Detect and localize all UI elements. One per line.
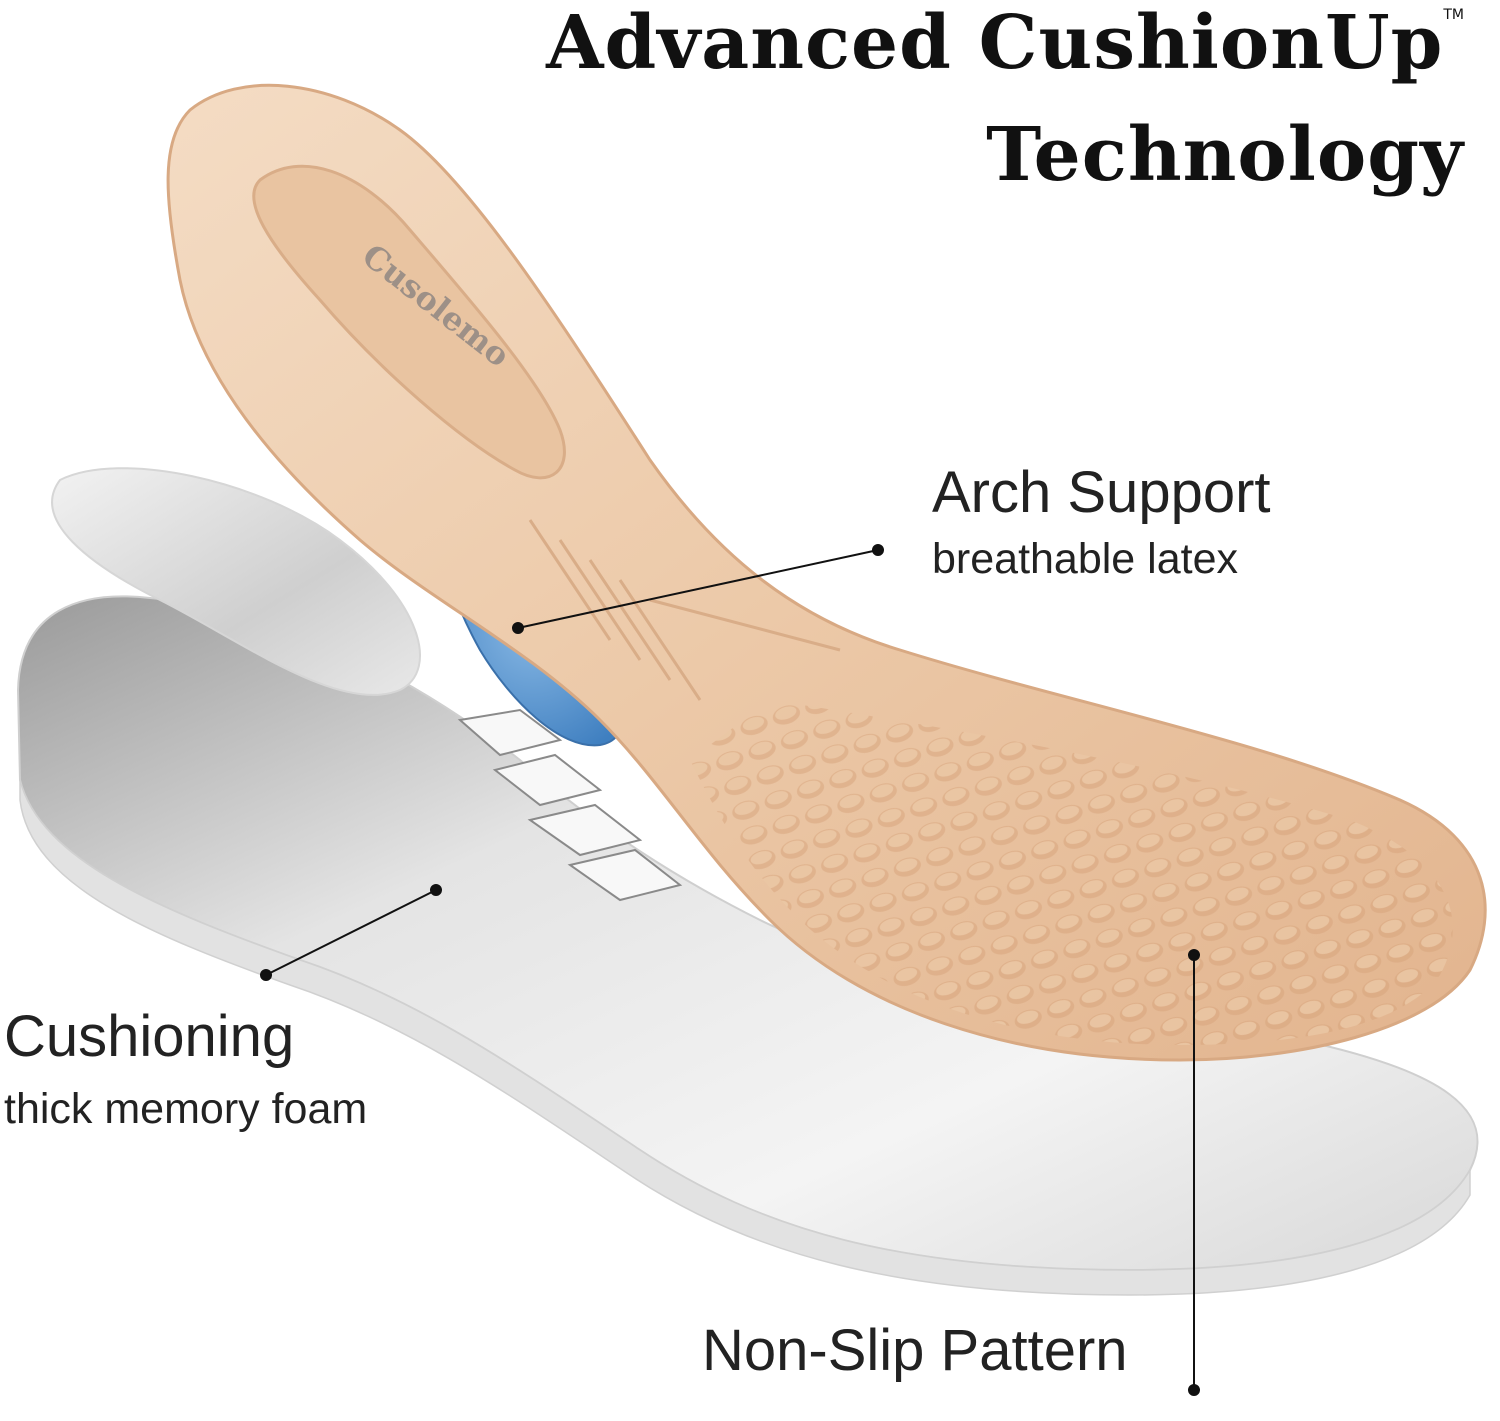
callout-leaders	[260, 544, 1200, 1396]
arch-target-dot	[512, 622, 524, 634]
heel-pad	[51, 467, 421, 696]
page-title-line2: Technology	[986, 112, 1464, 198]
arch-leader-dot	[872, 544, 884, 556]
non-slip-label: Non-Slip Pattern	[702, 1318, 1128, 1383]
title-text: Advanced CushionUp	[546, 0, 1444, 86]
arch-emboss-lines	[528, 519, 841, 701]
rib-strips	[457, 708, 683, 902]
cushion-leader-line	[265, 889, 437, 976]
memory-foam-layer	[16, 595, 1479, 1296]
arch-leader-line	[517, 549, 879, 629]
cushion-leader-dot	[260, 969, 272, 981]
nonslip-target-dot	[1188, 949, 1200, 961]
top-insole: Cusolemo	[166, 83, 1487, 1062]
cushion-target-dot	[430, 884, 442, 896]
cushioning-label: Cushioning	[4, 1004, 295, 1069]
page-title-line1: Advanced CushionUpTM	[546, 6, 1464, 80]
arch-support-label: Arch Support	[932, 460, 1271, 525]
arch-support-sublabel: breathable latex	[932, 535, 1238, 583]
cushioning-sublabel: thick memory foam	[4, 1085, 368, 1133]
nonslip-leader-dot	[1188, 1384, 1200, 1396]
trademark-symbol: TM	[1443, 7, 1464, 23]
